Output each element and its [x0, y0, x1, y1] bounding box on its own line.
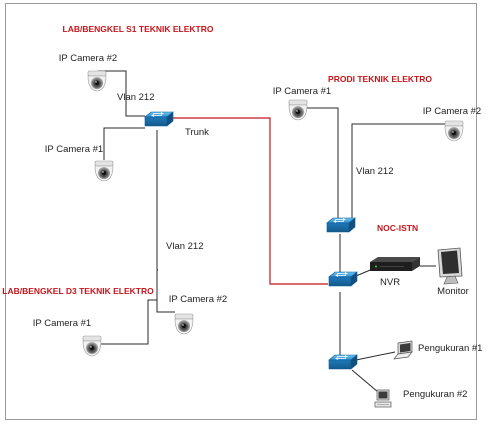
- label-s1-camera-2: IP Camera #2: [59, 53, 117, 64]
- label-prodi-camera-1: IP Camera #1: [273, 86, 331, 97]
- link-d3-cam1: [100, 299, 157, 345]
- switch-access: [328, 354, 358, 370]
- label-pengukuran-1: Pengukuran #1: [418, 343, 482, 354]
- switch-s1: [144, 111, 174, 127]
- switch-core: [328, 271, 358, 287]
- link-s1-cam1: [103, 127, 145, 160]
- title-lab-s1: LAB/BENGKEL S1 TEKNIK ELEKTRO: [63, 24, 214, 34]
- link-access-peng1: [355, 351, 396, 361]
- pc-pengukuran-2: [374, 389, 392, 408]
- label-nvr: NVR: [380, 277, 400, 288]
- label-pengukuran-2: Pengukuran #2: [403, 389, 467, 400]
- camera-d3-2: [174, 313, 194, 335]
- camera-d3-1: [82, 335, 102, 357]
- label-trunk: Trunk: [185, 127, 209, 138]
- trunk-link: [170, 117, 328, 285]
- link-prodi-cam1: [300, 107, 339, 220]
- label-s1-vlan: Vlan 212: [117, 92, 155, 103]
- label-s1-camera-1: IP Camera #1: [45, 144, 103, 155]
- nvr-device: [370, 257, 420, 271]
- diagram-border: [5, 3, 477, 420]
- switch-noc: [326, 217, 356, 233]
- link-s1-cam2: [98, 70, 145, 117]
- label-prodi-camera-2: IP Camera #2: [423, 106, 481, 117]
- label-d3-vlan: Vlan 212: [166, 241, 204, 252]
- label-d3-camera-2: IP Camera #2: [169, 294, 227, 305]
- title-noc: NOC-ISTN: [377, 223, 418, 233]
- camera-s1-1: [94, 160, 114, 182]
- camera-s1-2: [87, 70, 107, 92]
- monitor-device: [437, 247, 463, 285]
- camera-prodi-1: [288, 99, 308, 121]
- link-vlan-to-d3-cam2: [156, 130, 175, 313]
- laptop-pengukuran-1: [393, 340, 413, 360]
- link-access-peng2: [351, 369, 379, 393]
- link-vlan-down: [156, 130, 158, 271]
- title-prodi: PRODI TEKNIK ELEKTRO: [328, 74, 432, 84]
- label-prodi-vlan: Vlan 212: [356, 166, 394, 177]
- title-lab-d3: LAB/BENGKEL D3 TEKNIK ELEKTRO: [2, 286, 154, 296]
- label-monitor: Monitor: [437, 286, 469, 297]
- link-prodi-cam2: [351, 123, 445, 220]
- camera-prodi-2: [444, 120, 464, 142]
- label-d3-camera-1: IP Camera #1: [33, 318, 91, 329]
